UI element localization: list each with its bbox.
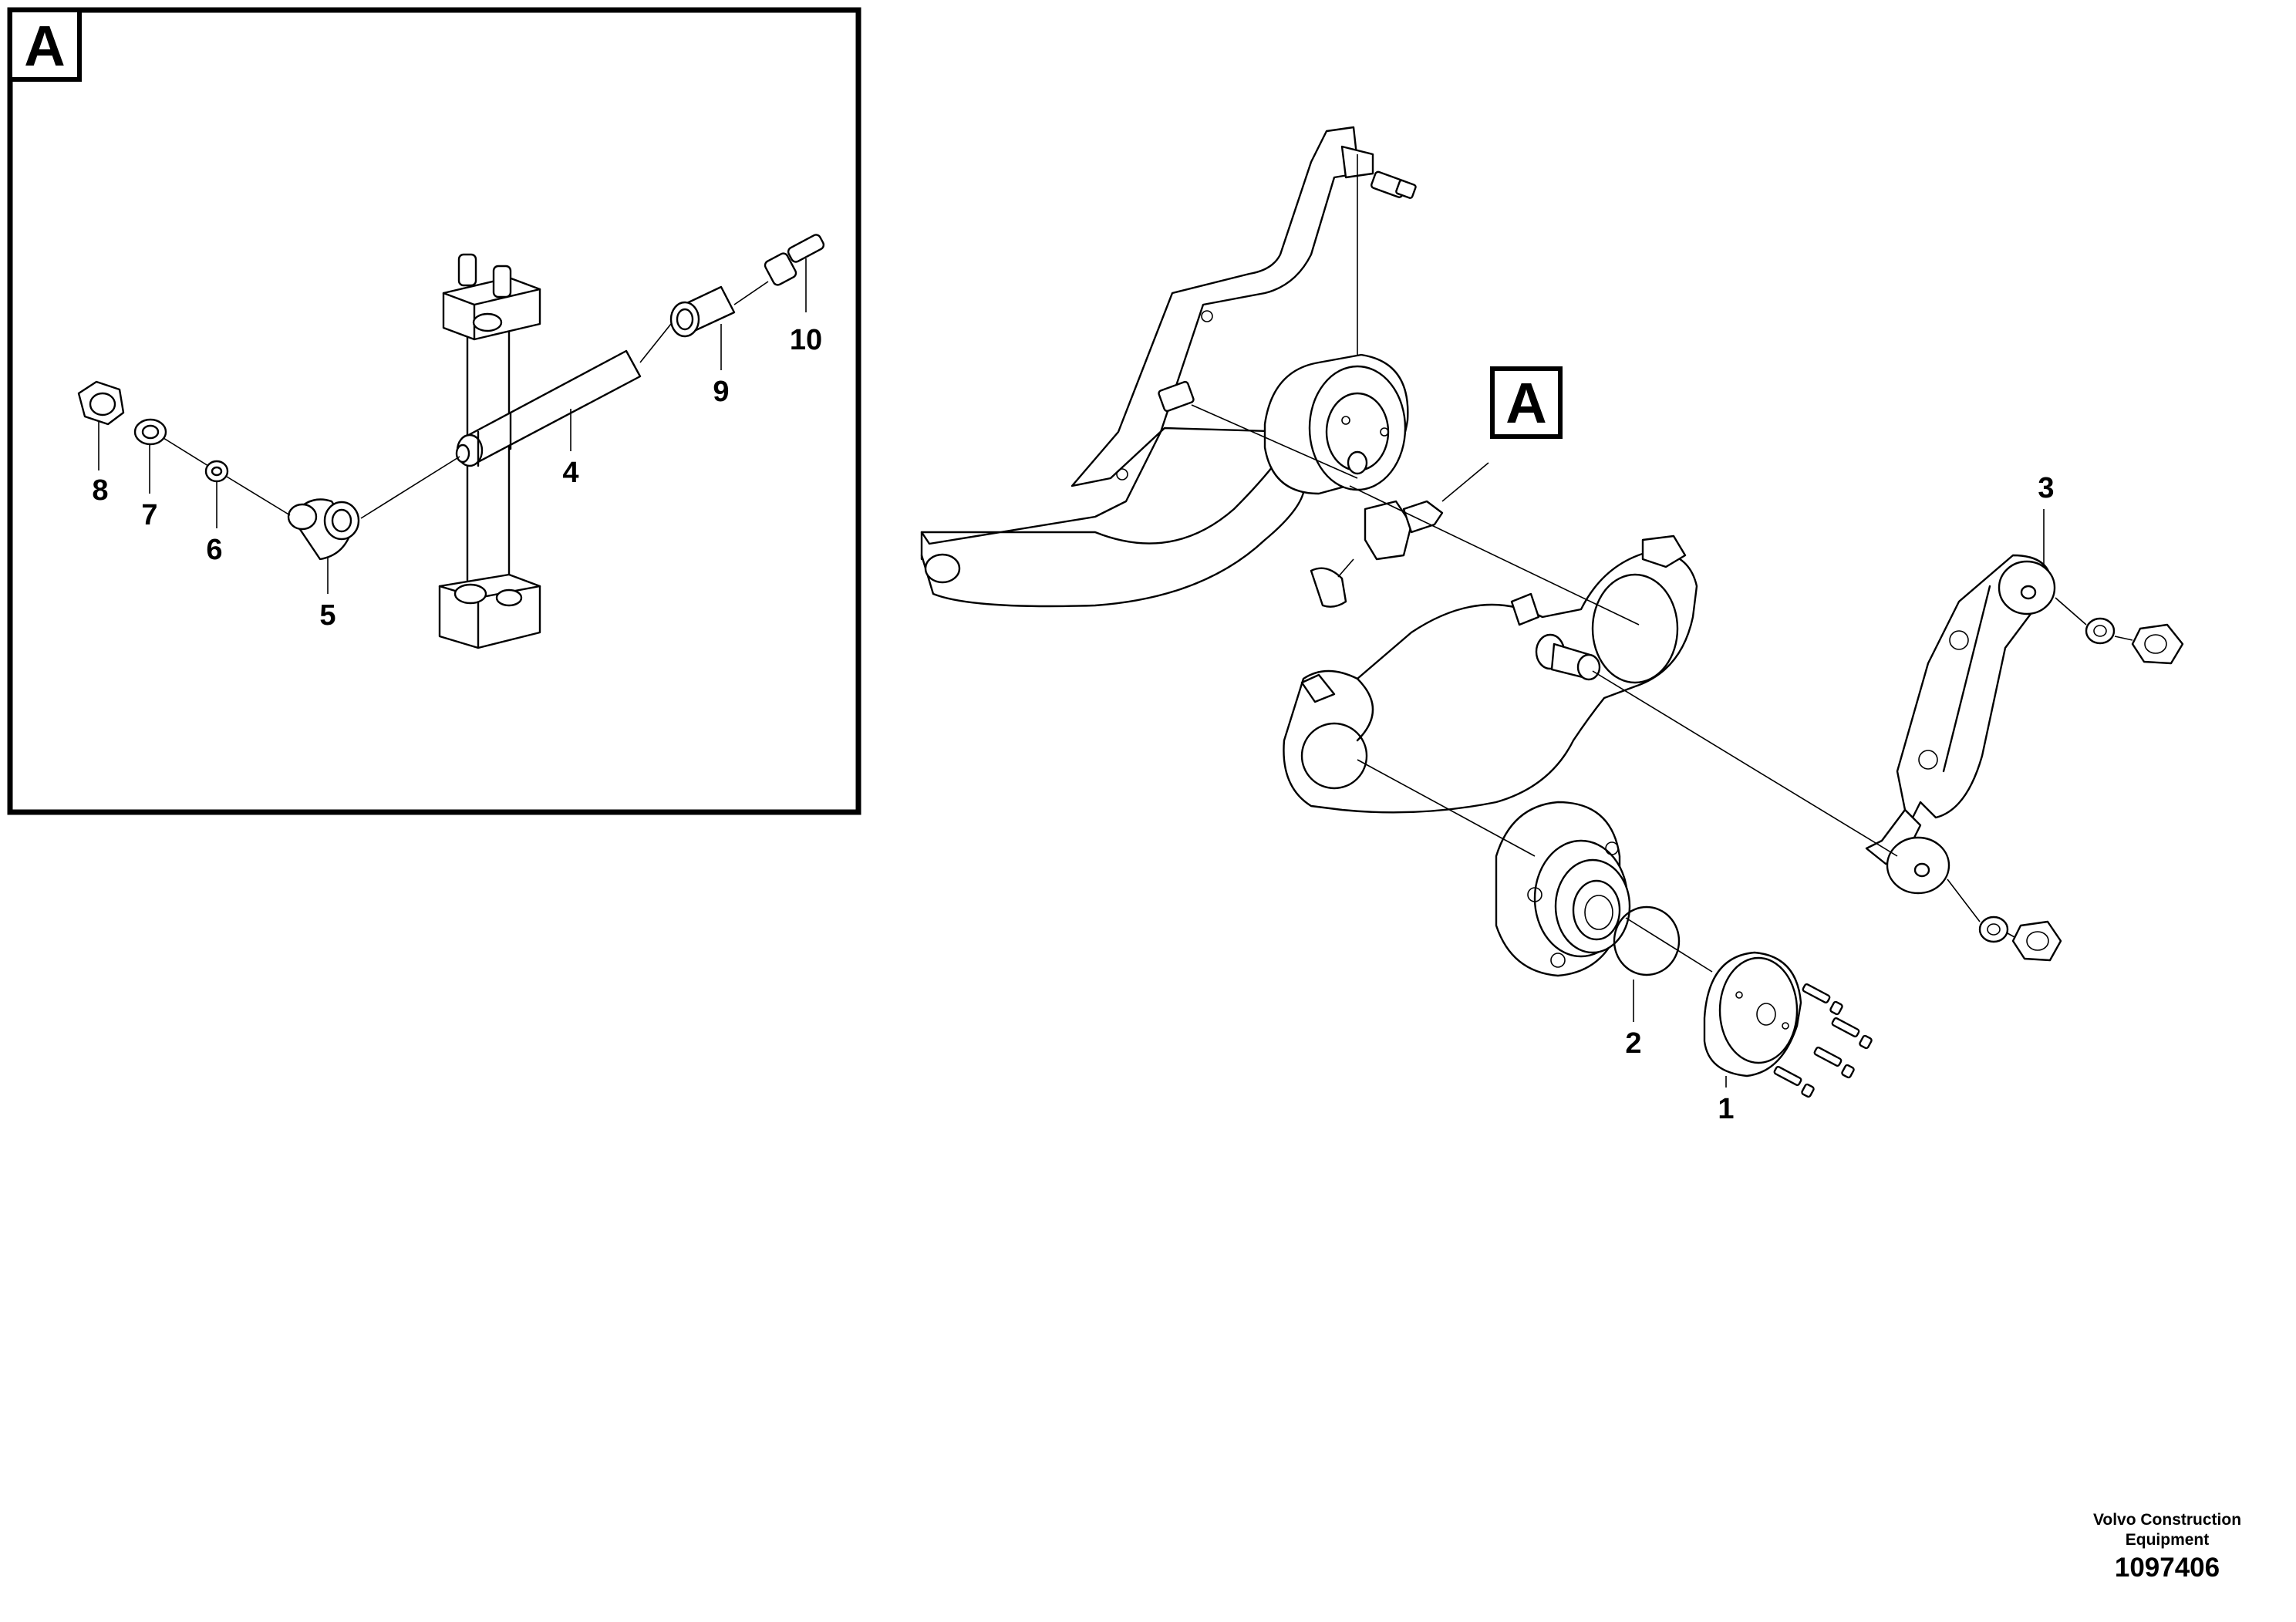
sensor-fitting	[1158, 380, 1489, 608]
detail-tag: A	[24, 14, 65, 78]
fitting-9	[669, 285, 736, 338]
washer-lower	[1978, 916, 2009, 943]
detail-frame	[7, 7, 861, 815]
nut-upper	[2131, 623, 2184, 665]
washer-upper	[2085, 617, 2116, 645]
nipple-10	[764, 234, 825, 286]
detail-view-a: A	[7, 7, 861, 815]
nut-7	[133, 418, 167, 446]
manufacturer-line2: Equipment	[2125, 1531, 2210, 1549]
callout-2: 2	[1625, 1027, 1641, 1060]
hydraulic-cylinder-3	[1865, 554, 2056, 895]
callout-3: 3	[2038, 472, 2054, 504]
nut-lower	[2011, 920, 2062, 962]
callout-6: 6	[206, 534, 222, 566]
main-tag: A	[1505, 371, 1546, 435]
callout-9: 9	[713, 376, 729, 408]
rotary-hub	[1263, 353, 1409, 495]
bearing-housing	[1495, 801, 1631, 977]
elbow-5	[287, 498, 360, 561]
pipe-clamp	[438, 253, 541, 649]
cap-8	[77, 380, 125, 426]
manufacturer-line1: Volvo Construction	[2092, 1511, 2242, 1529]
bolts	[1773, 983, 1873, 1098]
cover-plate-1	[1703, 951, 1802, 1077]
tube-4	[455, 349, 642, 467]
upper-arm	[920, 126, 1417, 608]
main-tag-box	[1490, 366, 1563, 439]
lower-arm	[1283, 534, 1698, 814]
detail-tag-box	[8, 8, 82, 82]
manufacturer-label: Volvo Construction Equipment	[2052, 1510, 2283, 1550]
o-ring-2	[1613, 905, 1681, 976]
callout-4: 4	[562, 457, 578, 489]
callout-7: 7	[141, 499, 157, 531]
callout-8: 8	[92, 474, 108, 507]
callout-5: 5	[319, 599, 335, 632]
figure-number: 1097406	[2114, 1553, 2220, 1583]
main-assembly: A	[920, 126, 2184, 1125]
callout-1: 1	[1718, 1093, 1734, 1125]
callout-10: 10	[790, 324, 822, 356]
